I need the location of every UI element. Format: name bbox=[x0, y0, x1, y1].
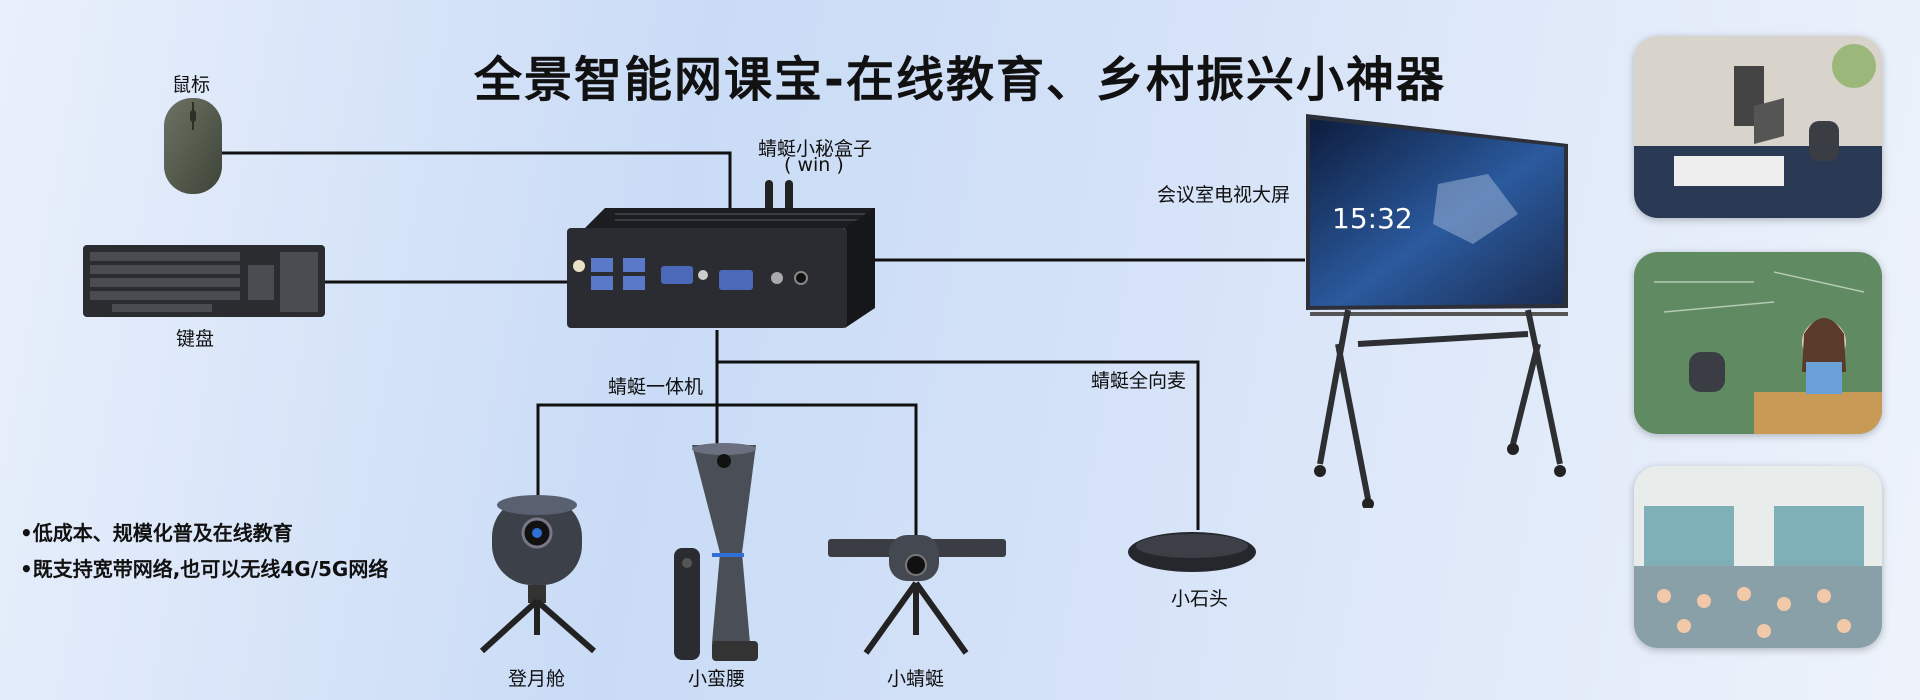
tv-clock-text: 15:32 bbox=[1332, 202, 1413, 235]
allinone-branch-line bbox=[536, 403, 918, 535]
mini-pc-box-icon bbox=[567, 180, 875, 328]
tv-label: 会议室电视大屏 bbox=[1157, 184, 1291, 206]
feature-bullet-1: •低成本、规模化普及在线教育 bbox=[20, 521, 293, 545]
keyboard-icon bbox=[83, 245, 325, 317]
keyboard-label: 键盘 bbox=[176, 328, 215, 350]
feature-bullet-2: •既支持宽带网络,也可以无线4G/5G网络 bbox=[20, 557, 389, 581]
box-label: 蜻蜓小秘盒子 bbox=[758, 138, 873, 160]
xiaoshitou-label: 小石头 bbox=[1171, 588, 1229, 610]
dengyuecang-label: 登月舱 bbox=[508, 668, 566, 690]
mouse-icon bbox=[164, 98, 222, 194]
xiaomanyao-label: 小蛮腰 bbox=[688, 668, 746, 690]
tv-screen-icon bbox=[1306, 114, 1568, 508]
mouse-to-box-line bbox=[222, 151, 732, 210]
mouse-label: 鼠标 bbox=[172, 74, 211, 96]
allinone-label: 蜻蜓一体机 bbox=[608, 376, 704, 398]
box-os-label: ( win ) bbox=[784, 154, 844, 176]
photo-school-classroom bbox=[1634, 466, 1882, 648]
dengyuecang-camera-icon bbox=[479, 495, 596, 653]
xiaoshitou-mic-icon bbox=[1128, 532, 1256, 572]
photo-office-laptop bbox=[1634, 36, 1882, 218]
box-to-mic-line bbox=[717, 360, 1200, 530]
xiaoqingting-camera-icon bbox=[828, 535, 1006, 655]
mic-label: 蜻蜓全向麦 bbox=[1091, 370, 1187, 392]
photo-classroom-teacher bbox=[1634, 252, 1882, 434]
xiaomanyao-device-icon bbox=[674, 443, 758, 661]
xiaoqingting-label: 小蜻蜓 bbox=[887, 668, 945, 690]
page-title: 全景智能网课宝-在线教育、乡村振兴小神器 bbox=[474, 52, 1446, 108]
